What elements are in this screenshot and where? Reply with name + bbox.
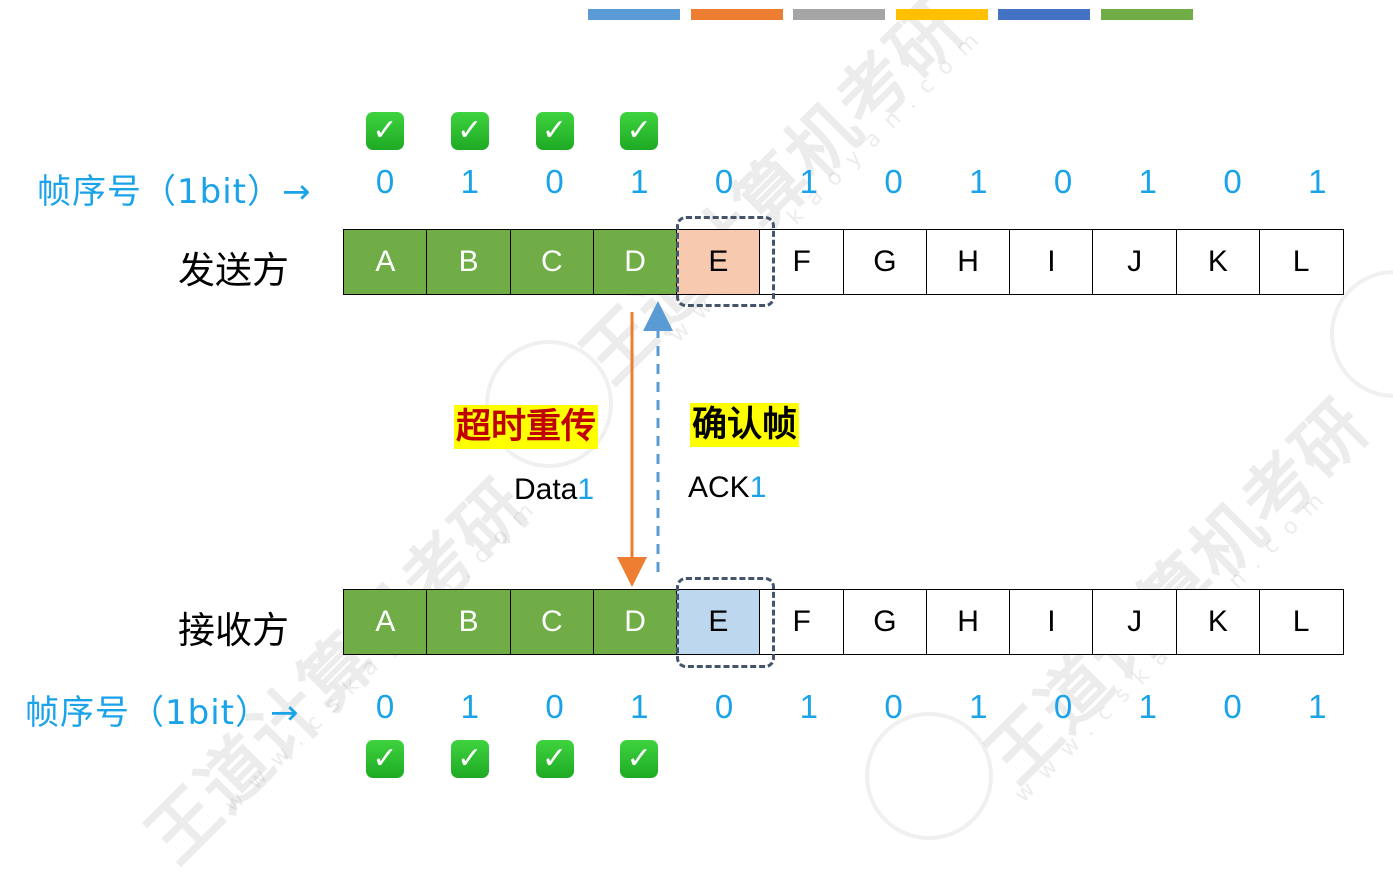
timeout-retransmit-label: 超时重传 bbox=[454, 405, 599, 449]
check-icon: ✓ bbox=[450, 740, 489, 778]
data-message: Data1 bbox=[514, 473, 594, 507]
sequence-number: 1 bbox=[630, 163, 649, 200]
sequence-number: 0 bbox=[1053, 688, 1073, 725]
sequence-number: 1 bbox=[1308, 163, 1327, 200]
sender-frame-k: K bbox=[1175, 229, 1261, 295]
color-bar-segment bbox=[895, 9, 988, 20]
check-icon: ✓ bbox=[535, 740, 574, 778]
sequence-number: 1 bbox=[630, 688, 649, 725]
sequence-number: 1 bbox=[460, 688, 479, 725]
sequence-number: 0 bbox=[375, 688, 395, 725]
ack-frame-label: 确认帧 bbox=[690, 403, 800, 447]
color-bar-segment bbox=[1100, 9, 1193, 20]
receiver-frame-e: E bbox=[676, 589, 761, 655]
receiver-frame-k: K bbox=[1175, 589, 1261, 655]
sequence-number: 1 bbox=[969, 688, 988, 725]
color-bar-segment bbox=[793, 9, 885, 20]
sender-frame-b: B bbox=[426, 229, 511, 295]
receiver-frame-j: J bbox=[1092, 589, 1177, 655]
receiver-window bbox=[676, 577, 775, 668]
color-bar-segment bbox=[588, 9, 680, 20]
sequence-number: 0 bbox=[1223, 688, 1242, 725]
sequence-number: 1 bbox=[799, 163, 818, 200]
receiver-frame-l: L bbox=[1258, 589, 1344, 655]
receiver-frame-d: D bbox=[592, 589, 678, 655]
sequence-number: 0 bbox=[884, 163, 903, 200]
sequence-number: 1 bbox=[1308, 688, 1327, 725]
receiver-frame-f: F bbox=[759, 589, 844, 655]
check-icon: ✓ bbox=[620, 112, 659, 150]
check-icon: ✓ bbox=[535, 112, 574, 150]
data-message-seq: 1 bbox=[577, 473, 595, 506]
sender-window bbox=[676, 216, 775, 307]
sequence-number: 0 bbox=[1223, 163, 1242, 200]
check-icon: ✓ bbox=[366, 740, 404, 778]
sender-frame-g: G bbox=[842, 229, 928, 295]
receiver-frame-a: A bbox=[343, 589, 428, 655]
sequence-number: 1 bbox=[460, 163, 479, 200]
sequence-number: 0 bbox=[375, 163, 395, 200]
ack-message-seq: 1 bbox=[749, 471, 767, 504]
receiver-frame-b: B bbox=[426, 589, 511, 655]
receiver-sequence-label: 帧序号（1bit）→ bbox=[25, 693, 300, 733]
sender-sequence-label: 帧序号（1bit）→ bbox=[37, 172, 312, 212]
ack-message-text: ACK bbox=[688, 471, 750, 504]
sequence-number: 0 bbox=[884, 688, 903, 725]
check-icon: ✓ bbox=[620, 740, 659, 778]
sequence-number: 1 bbox=[799, 688, 818, 725]
sequence-number: 0 bbox=[545, 163, 564, 200]
receiver-frame-h: H bbox=[925, 589, 1011, 655]
sender-frame-i: I bbox=[1009, 229, 1094, 295]
sender-label: 发送方 bbox=[178, 249, 289, 292]
sequence-number: 0 bbox=[714, 688, 734, 725]
check-icon: ✓ bbox=[450, 112, 489, 150]
check-icon: ✓ bbox=[366, 112, 404, 150]
transmission-arrows bbox=[617, 301, 673, 587]
sender-frame-a: A bbox=[343, 229, 428, 295]
ack-message: ACK1 bbox=[688, 471, 766, 505]
sender-frame-h: H bbox=[925, 229, 1011, 295]
sender-frame-d: D bbox=[592, 229, 678, 295]
data-message-text: Data bbox=[514, 473, 578, 506]
sender-frame-l: L bbox=[1258, 229, 1344, 295]
sender-frame-c: C bbox=[509, 229, 595, 295]
sequence-number: 1 bbox=[1138, 688, 1157, 725]
sequence-number: 1 bbox=[1138, 163, 1157, 200]
receiver-frame-g: G bbox=[842, 589, 928, 655]
color-bar-segment bbox=[690, 9, 783, 20]
receiver-frame-c: C bbox=[509, 589, 595, 655]
sequence-number: 0 bbox=[1053, 163, 1073, 200]
sender-frame-e: E bbox=[676, 229, 761, 295]
sequence-number: 1 bbox=[969, 163, 988, 200]
receiver-frame-i: I bbox=[1009, 589, 1094, 655]
color-bar-segment bbox=[998, 9, 1090, 20]
sequence-number: 0 bbox=[714, 163, 734, 200]
sequence-number: 0 bbox=[545, 688, 564, 725]
receiver-label: 接收方 bbox=[178, 609, 289, 652]
